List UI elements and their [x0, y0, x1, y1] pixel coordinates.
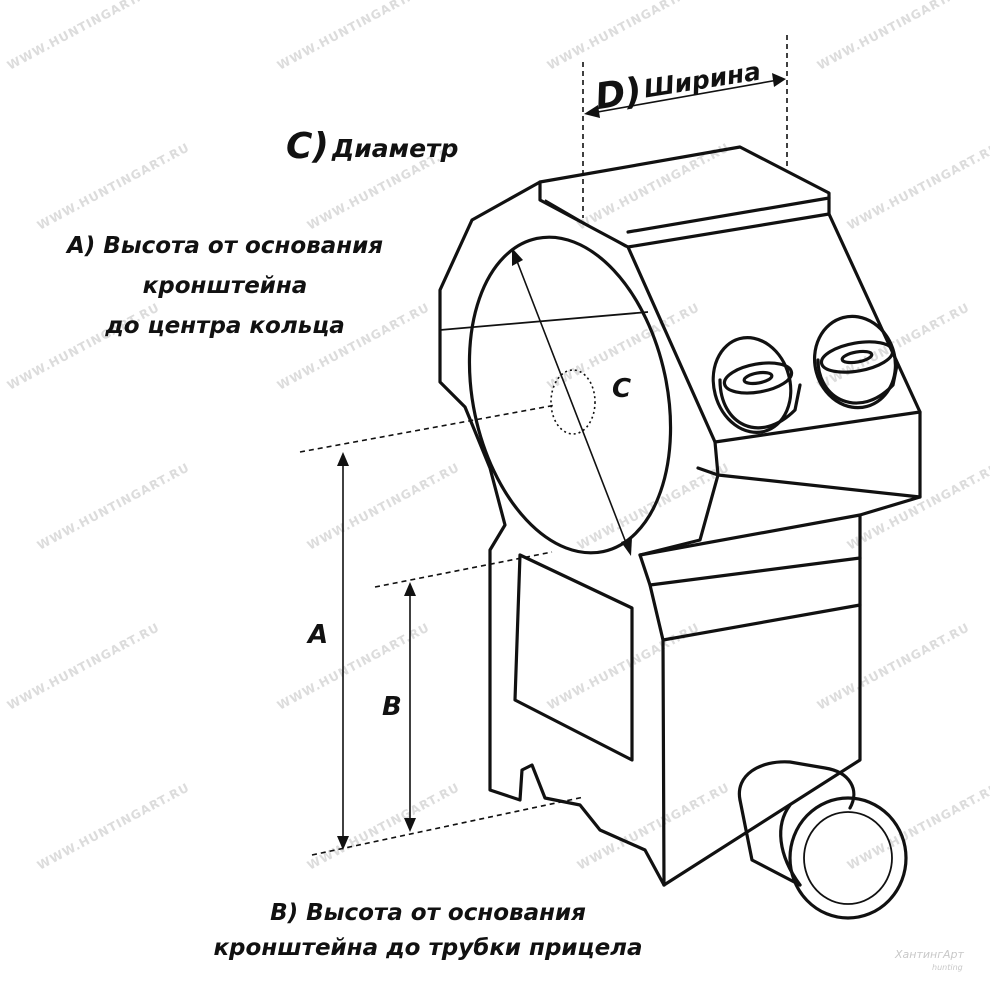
- watermark-text: WWW.HUNTINGART.RU: [845, 460, 990, 552]
- watermark-text: WWW.HUNTINGART.RU: [305, 460, 462, 552]
- side-shelf-lower: [713, 440, 922, 499]
- side-upper-edge: [626, 245, 717, 444]
- label-height-a-line1: A) Высота от основания: [65, 233, 383, 259]
- side-shelf-edge: [713, 410, 922, 444]
- base-top-edge: [638, 513, 862, 557]
- brand-logo-sub: hunting: [932, 963, 963, 972]
- watermark-text: WWW.HUNTINGART.RU: [305, 780, 462, 872]
- watermark-text: WWW.HUNTINGART.RU: [35, 460, 192, 552]
- watermark-text: WWW.HUNTINGART.RU: [545, 0, 702, 73]
- brand-logo-name: ХантингАрт: [894, 948, 965, 961]
- label-height-b-line1: B) Высота от основания: [270, 900, 586, 926]
- label-height-a-line2: кронштейна: [143, 273, 308, 299]
- dimension-c-label: C: [612, 374, 631, 404]
- ring-lower-neck: [638, 466, 720, 557]
- watermark-text: WWW.HUNTINGART.RU: [815, 620, 972, 712]
- label-width: D) Ширина: [593, 56, 763, 118]
- label-height-b: B) Высота от основания кронштейна до тру…: [213, 900, 642, 961]
- dimension-b-label: B: [382, 692, 402, 722]
- screw-left: [711, 336, 802, 434]
- top-face-split: [544, 199, 627, 248]
- base-shelf-edge: [648, 556, 862, 587]
- watermark-text: WWW.HUNTINGART.RU: [545, 620, 702, 712]
- brand-logo: ХантингАрт hunting: [894, 948, 965, 972]
- watermark-text: WWW.HUNTINGART.RU: [5, 0, 162, 73]
- top-face-edge: [626, 196, 831, 234]
- ring-split-line: [439, 311, 649, 331]
- watermark-text: WWW.HUNTINGART.RU: [5, 620, 162, 712]
- watermark-text: WWW.HUNTINGART.RU: [275, 620, 432, 712]
- dimension-a-label: A: [306, 620, 328, 650]
- label-height-a-line3: до центра кольца: [104, 313, 345, 339]
- dimension-a: [299, 404, 585, 856]
- watermark-text: WWW.HUNTINGART.RU: [35, 140, 192, 232]
- base-window-panel: [513, 553, 634, 762]
- ring-center-marker: [550, 369, 596, 435]
- watermark-text: WWW.HUNTINGART.RU: [845, 780, 990, 872]
- ring-front-face: [438, 180, 666, 887]
- label-width-letter: D): [593, 70, 645, 118]
- watermark-layer: WWW.HUNTINGART.RU WWW.HUNTINGART.RU WWW.HU…: [5, 0, 990, 873]
- clamp-knob: [737, 760, 908, 920]
- watermark-text: WWW.HUNTINGART.RU: [35, 780, 192, 872]
- label-width-word: Ширина: [642, 56, 763, 103]
- label-diameter: C) Диаметр: [286, 126, 458, 167]
- watermark-text: WWW.HUNTINGART.RU: [845, 140, 990, 232]
- label-diameter-word: Диаметр: [331, 134, 458, 163]
- label-height-a: A) Высота от основания кронштейна до цен…: [65, 233, 383, 339]
- ring-bore: [467, 235, 673, 555]
- watermark-text: WWW.HUNTINGART.RU: [275, 0, 432, 73]
- watermark-text: WWW.HUNTINGART.RU: [815, 0, 972, 73]
- scope-ring-mount: [438, 145, 922, 920]
- label-diameter-letter: C): [286, 126, 329, 167]
- dimension-c-diameter: [512, 248, 632, 556]
- base-front-edge: [661, 603, 862, 642]
- dimension-d-width: [582, 35, 788, 218]
- base-corner-edge: [638, 553, 666, 887]
- screw-right: [812, 314, 899, 410]
- dimension-b: [374, 551, 553, 832]
- label-height-b-line2: кронштейна до трубки прицела: [213, 935, 642, 961]
- ring-side-face: [662, 212, 922, 887]
